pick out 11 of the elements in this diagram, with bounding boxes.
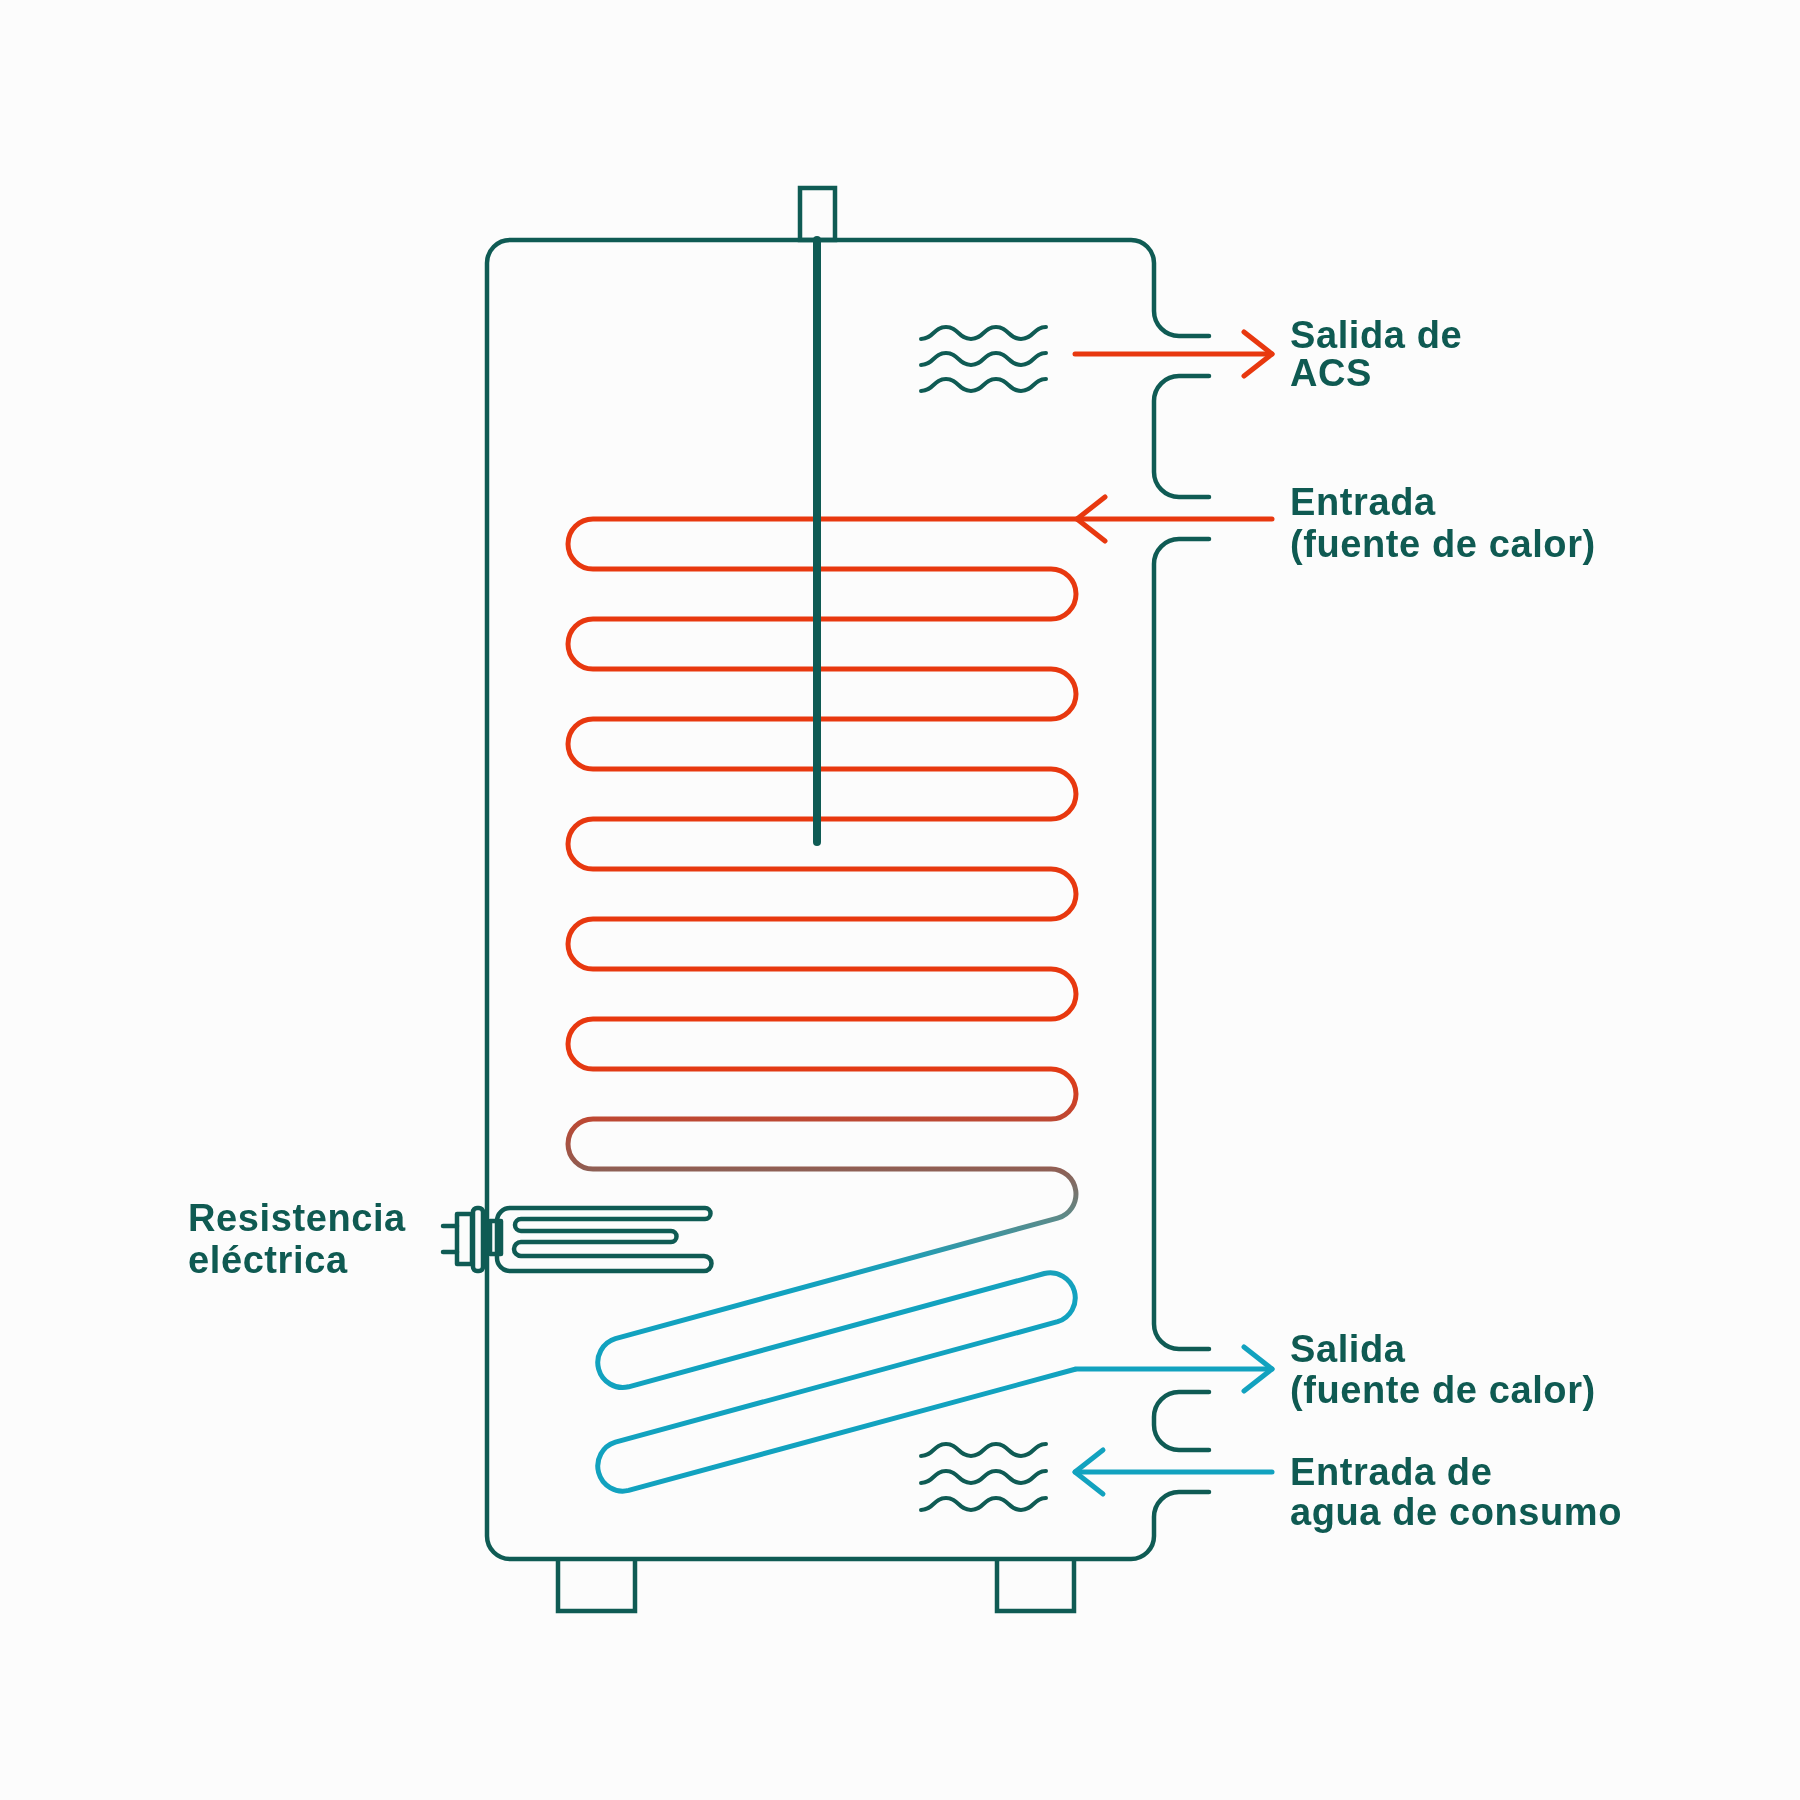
water-waves-icon [919,1442,1048,1512]
connection-label: Salida de ACS [1290,316,1463,392]
flow-arrow [1074,494,1275,544]
flow-arrow [1072,329,1275,379]
flow-arrow [1072,1447,1275,1497]
flow-arrow [1073,1344,1275,1394]
connection-label: Entrada de agua de consumo [1290,1452,1623,1532]
connection-label: Salida (fuente de calor) [1290,1329,1596,1411]
connection-label: Entrada (fuente de calor) [1290,481,1596,565]
part-label: Resistencia eléctrica [188,1197,406,1281]
water-waves-icon [919,325,1048,393]
